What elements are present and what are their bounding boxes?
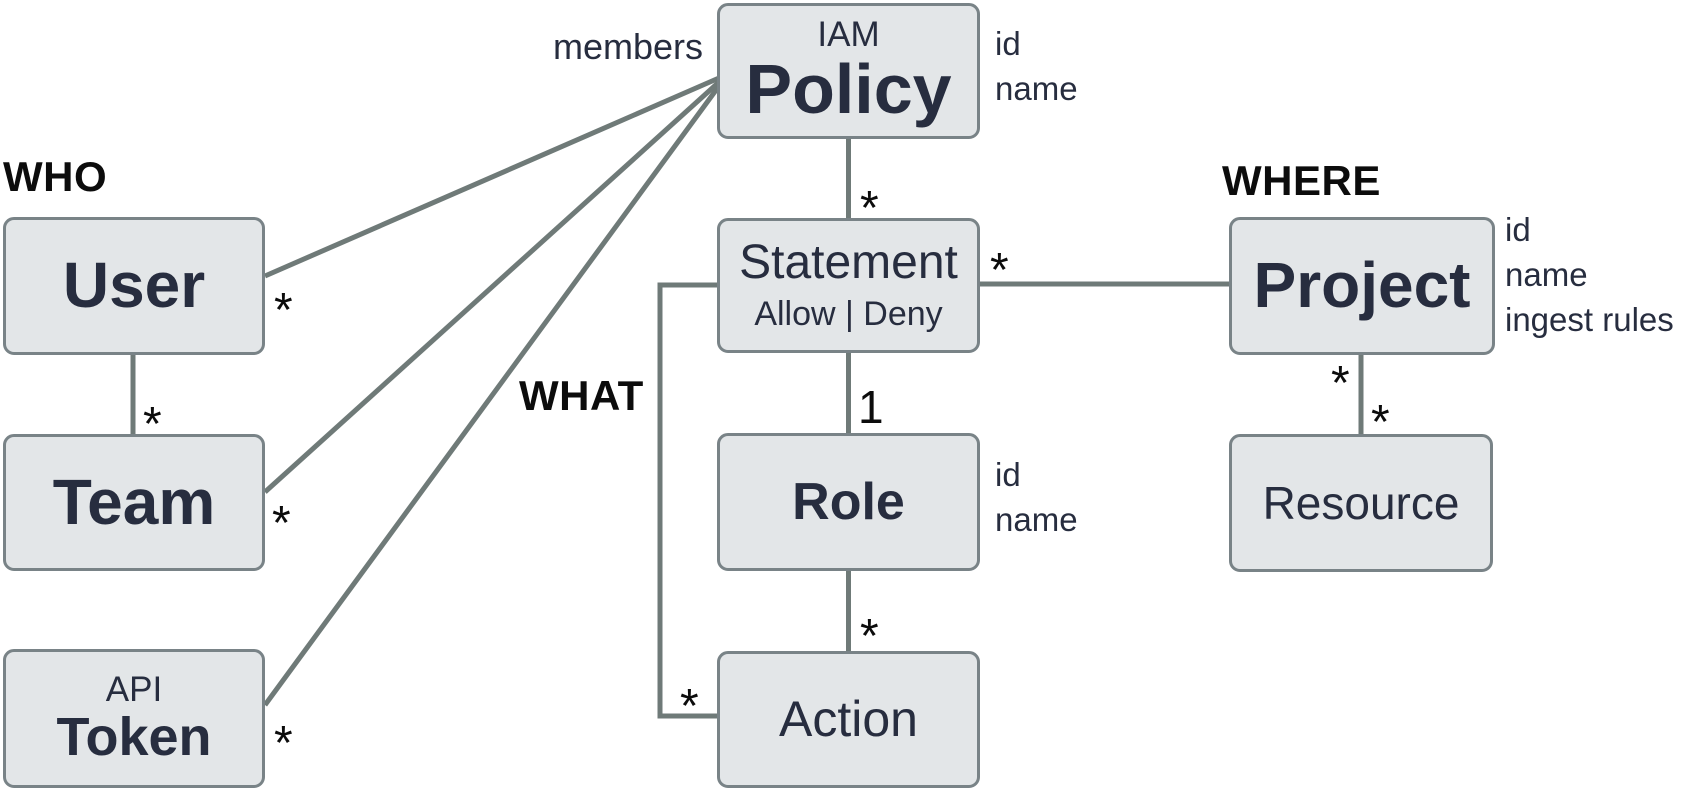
entity-policy-title: Policy <box>745 49 952 128</box>
attribute: ingest rules <box>1505 301 1674 338</box>
multiplicity-role-action: * <box>860 610 879 663</box>
entity-role-attributes: id name <box>995 452 1078 542</box>
multiplicity-statement-role: 1 <box>858 381 884 433</box>
entity-team-title: Team <box>52 465 216 538</box>
multiplicity-policy-statement: * <box>860 182 879 235</box>
attribute: id <box>995 456 1021 493</box>
multiplicity-project-resource-upper: * <box>1331 357 1350 410</box>
multiplicity-statement-project: * <box>990 244 1009 297</box>
attribute: id <box>1505 211 1531 248</box>
edge-label-members: members <box>552 26 703 67</box>
attribute: name <box>1505 256 1588 293</box>
entity-action: Action <box>717 651 980 788</box>
entity-statement: Statement Allow | Deny <box>717 218 980 353</box>
multiplicity-user-team: * <box>143 398 162 451</box>
entity-project-title: Project <box>1253 249 1471 322</box>
entity-statement-subtitle: Allow | Deny <box>754 294 943 333</box>
multiplicity-token-policy: * <box>274 717 293 770</box>
entity-project-attributes: id name ingest rules <box>1505 207 1674 342</box>
entity-policy-kicker: IAM <box>817 14 880 54</box>
multiplicity-project-resource-lower: * <box>1371 396 1390 449</box>
entity-user: User <box>3 217 265 355</box>
attribute: id <box>995 25 1021 62</box>
multiplicity-team-policy: * <box>272 497 291 550</box>
entity-action-title: Action <box>779 691 918 748</box>
entity-statement-title: Statement <box>739 236 958 290</box>
attribute: name <box>995 70 1078 107</box>
connector-policy-user <box>264 75 720 279</box>
group-label-who: WHO <box>3 153 108 200</box>
connector-statement-action-bracket <box>657 282 717 719</box>
entity-team: Team <box>3 434 265 571</box>
group-label-where: WHERE <box>1222 157 1381 204</box>
connector-policy-team <box>263 80 721 494</box>
entity-policy-attributes: id name <box>995 21 1078 111</box>
entity-role-title: Role <box>792 472 905 531</box>
entity-token-title: Token <box>56 706 212 767</box>
entity-policy: IAM Policy <box>717 3 980 139</box>
entity-resource: Resource <box>1229 434 1493 572</box>
group-label-what: WHAT <box>519 372 644 419</box>
entity-project: Project <box>1229 217 1495 355</box>
entity-token: API Token <box>3 649 265 788</box>
entity-resource-title: Resource <box>1262 476 1460 529</box>
entity-role: Role <box>717 433 980 571</box>
entity-token-kicker: API <box>105 669 163 709</box>
multiplicity-statement-action: * <box>680 680 699 733</box>
multiplicity-user-policy: * <box>274 284 293 337</box>
attribute: name <box>995 501 1078 538</box>
connector-policy-token <box>262 84 722 707</box>
entity-user-title: User <box>62 249 206 322</box>
